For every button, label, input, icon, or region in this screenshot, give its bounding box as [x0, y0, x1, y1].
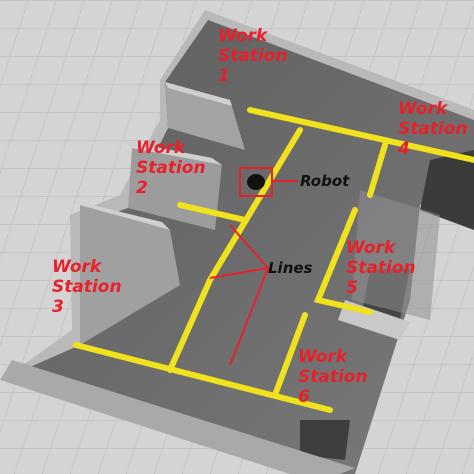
partition-wall-right [352, 190, 440, 320]
annotation-lines [209, 180, 298, 366]
track-station-5-branch [313, 207, 373, 315]
track-bottom [73, 342, 333, 413]
station-6-label: Work Station 6 [298, 347, 374, 407]
station-4-label: Work Station 4 [397, 99, 474, 159]
lines-pointer-2 [209, 267, 269, 279]
partition-wall-2-top [120, 140, 222, 165]
partition-wall-1-top [165, 82, 232, 106]
partition-wall-3-top [72, 200, 170, 230]
lines-pointer-3 [229, 267, 269, 366]
track-top [247, 107, 474, 163]
station-1-label: Work Station 1 [218, 26, 294, 86]
robot-label: Robot [300, 172, 350, 190]
station-4-shadow [420, 150, 474, 230]
front-wall [0, 360, 355, 474]
track-station-4-branch [367, 142, 388, 198]
lines-label: Lines [268, 259, 313, 277]
station-6-shadow [300, 420, 350, 460]
station-3-label: Work Station 3 [52, 257, 128, 317]
robot [247, 174, 265, 190]
station-2-label: Work Station 2 [136, 138, 212, 198]
lines-pointer-1 [229, 224, 269, 269]
track-station-6-branch [272, 312, 308, 398]
partition-wall-3 [80, 205, 180, 345]
track-station-2-branch [177, 202, 248, 223]
track-vertical-main [167, 127, 303, 373]
station-5-label: Work Station 5 [346, 238, 422, 298]
line-track-network [73, 107, 474, 413]
